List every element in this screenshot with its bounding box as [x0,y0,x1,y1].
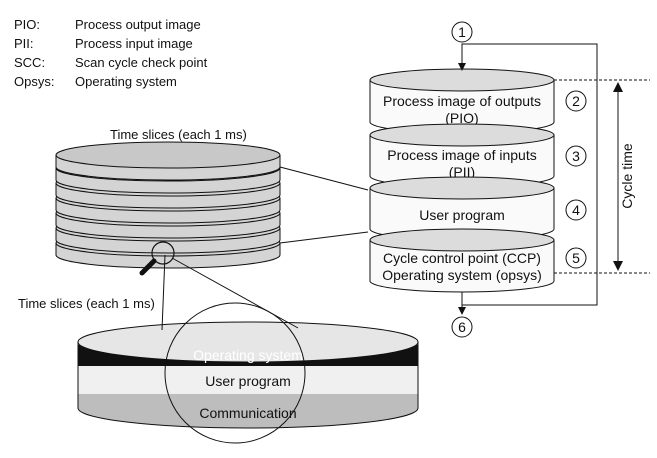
disc-pii: Process image of inputs (PII) [369,123,555,188]
legend-text-scc: Scan cycle check point [75,55,208,70]
connector-line-bottom [279,231,369,244]
disc-ccp-line1: Cycle control point (CCP) [383,250,541,266]
disc-pii-line1: Process image of inputs [387,147,536,163]
svg-text:2: 2 [572,93,580,109]
cycle-stack: Process image of outputs (PIO) Process i… [369,68,555,293]
disc-layer-opsys: Operating system [193,347,303,363]
step-1-badge: 1 [451,21,473,43]
connector-line-top [279,166,369,191]
magnifier-line-right [171,257,299,329]
disc-user-program-label: User program [419,207,505,223]
cycle-time-arrow-up [613,82,623,92]
legend-text-pio: Process output image [75,17,201,32]
magnifier-handle [139,258,157,276]
step-6-badge: 6 [451,316,473,338]
stack-title: Time slices (each 1 ms) [110,127,247,142]
svg-text:5: 5 [572,250,580,266]
cycle-time-dimension: Cycle time [554,79,650,274]
svg-text:4: 4 [572,202,580,218]
disc-user-program: User program [369,176,555,241]
stack-layers [55,141,281,269]
legend-text-pii: Process input image [75,36,193,51]
stack-slice-top [55,141,281,169]
svg-text:6: 6 [458,319,466,335]
legend-text-opsys: Operating system [75,74,177,89]
disc-pio-line1: Process image of outputs [383,93,541,109]
disc-ccp-line2: Operating system (opsys) [382,267,542,283]
disc-layer-communication: Communication [199,405,296,421]
cycle-time-arrow-down [613,261,623,271]
magnifier-line-left [161,254,166,331]
disc-pio: Process image of outputs (PIO) [369,68,555,134]
magnifier-lens [151,241,175,265]
cycle-time-label: Cycle time [619,143,635,209]
legend: PIO: Process output image PII: Process i… [14,17,208,89]
disc-pio-line2: (PIO) [445,110,478,126]
legend-abbr-scc: SCC: [14,55,45,70]
step-2-badge: 2 [565,90,587,112]
step-3-badge: 3 [565,145,587,167]
time-slice-stack: Time slices (each 1 ms) [55,127,281,269]
disc-pii-line2: (PII) [449,164,475,180]
step-4-badge: 4 [565,199,587,221]
legend-abbr-pii: PII: [14,36,34,51]
magnifier-circle [164,302,306,444]
svg-text:3: 3 [572,148,580,164]
disc-ccp: Cycle control point (CCP) Operating syst… [369,228,555,293]
magnifier [139,241,299,331]
time-slice-disc: Time slices (each 1 ms) Operating system… [18,296,419,444]
step-5-badge: 5 [565,247,587,269]
legend-abbr-pio: PIO: [14,17,40,32]
cycle-flow: 1 2 3 4 5 6 [451,21,598,338]
disc-title: Time slices (each 1 ms) [18,296,155,311]
svg-text:1: 1 [458,24,466,40]
disc-layer-user: User program [205,373,291,389]
legend-abbr-opsys: Opsys: [14,74,54,89]
